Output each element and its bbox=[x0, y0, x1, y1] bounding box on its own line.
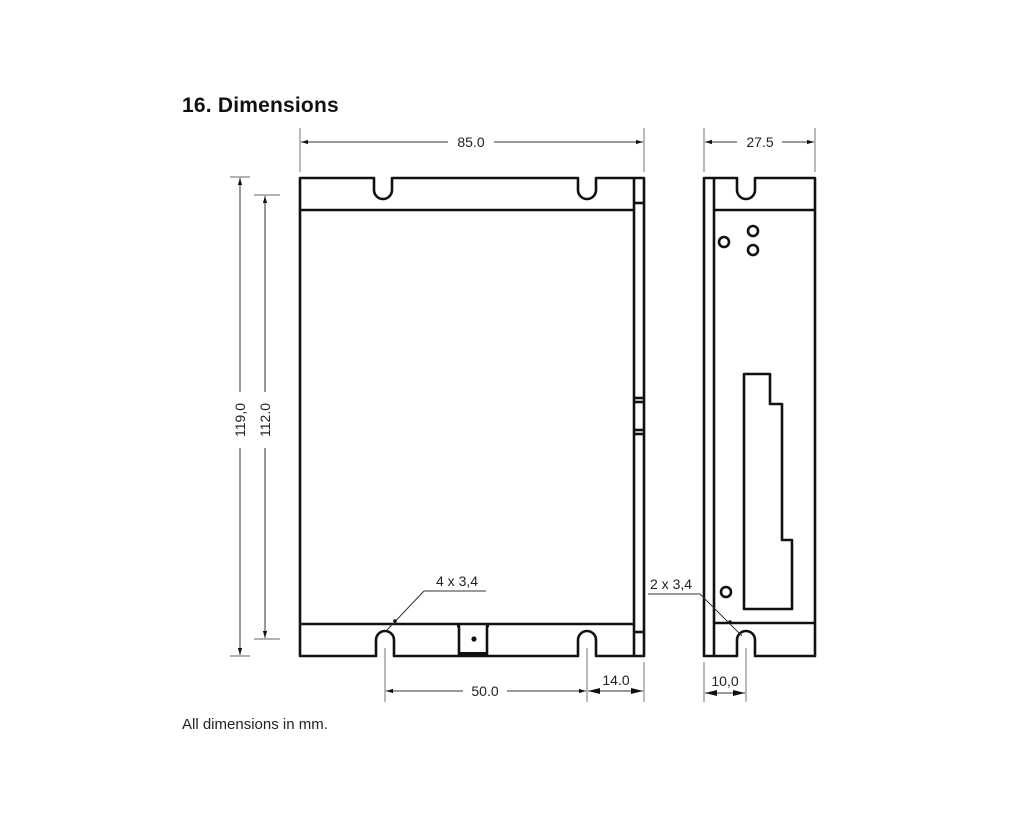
height-outer-label: 119,0 bbox=[232, 403, 248, 437]
dimension-27-5: 27.5 bbox=[703, 128, 816, 172]
section-title: 16. Dimensions bbox=[182, 94, 339, 117]
depth-label: 27.5 bbox=[746, 134, 773, 150]
dimension-112: 112.0 bbox=[254, 194, 280, 640]
hole-callout-label: 4 x 3,4 bbox=[436, 573, 478, 589]
width-label: 85.0 bbox=[457, 134, 484, 150]
hole-callout-front: 4 x 3,4 bbox=[386, 573, 486, 631]
side-hole-callout-label: 2 x 3,4 bbox=[650, 576, 692, 592]
hole-spacing-label: 50.0 bbox=[471, 683, 498, 699]
dimension-10: 10,0 bbox=[703, 648, 747, 702]
front-outline bbox=[298, 176, 646, 658]
dimension-119: 119,0 bbox=[230, 176, 250, 657]
dimension-50: 50.0 bbox=[384, 648, 645, 702]
side-outline bbox=[702, 176, 817, 658]
front-view bbox=[298, 176, 646, 658]
edge-offset-label: 14.0 bbox=[602, 672, 629, 688]
side-edge-offset-label: 10,0 bbox=[711, 673, 738, 689]
units-footnote: All dimensions in mm. bbox=[182, 716, 328, 733]
hole-callout-side: 2 x 3,4 bbox=[648, 576, 743, 637]
connector-cutout bbox=[742, 372, 794, 611]
dimension-85: 85.0 bbox=[299, 128, 645, 172]
height-inner-label: 112.0 bbox=[257, 403, 273, 437]
side-view bbox=[702, 176, 817, 658]
dimension-14: 14.0 bbox=[588, 672, 643, 694]
